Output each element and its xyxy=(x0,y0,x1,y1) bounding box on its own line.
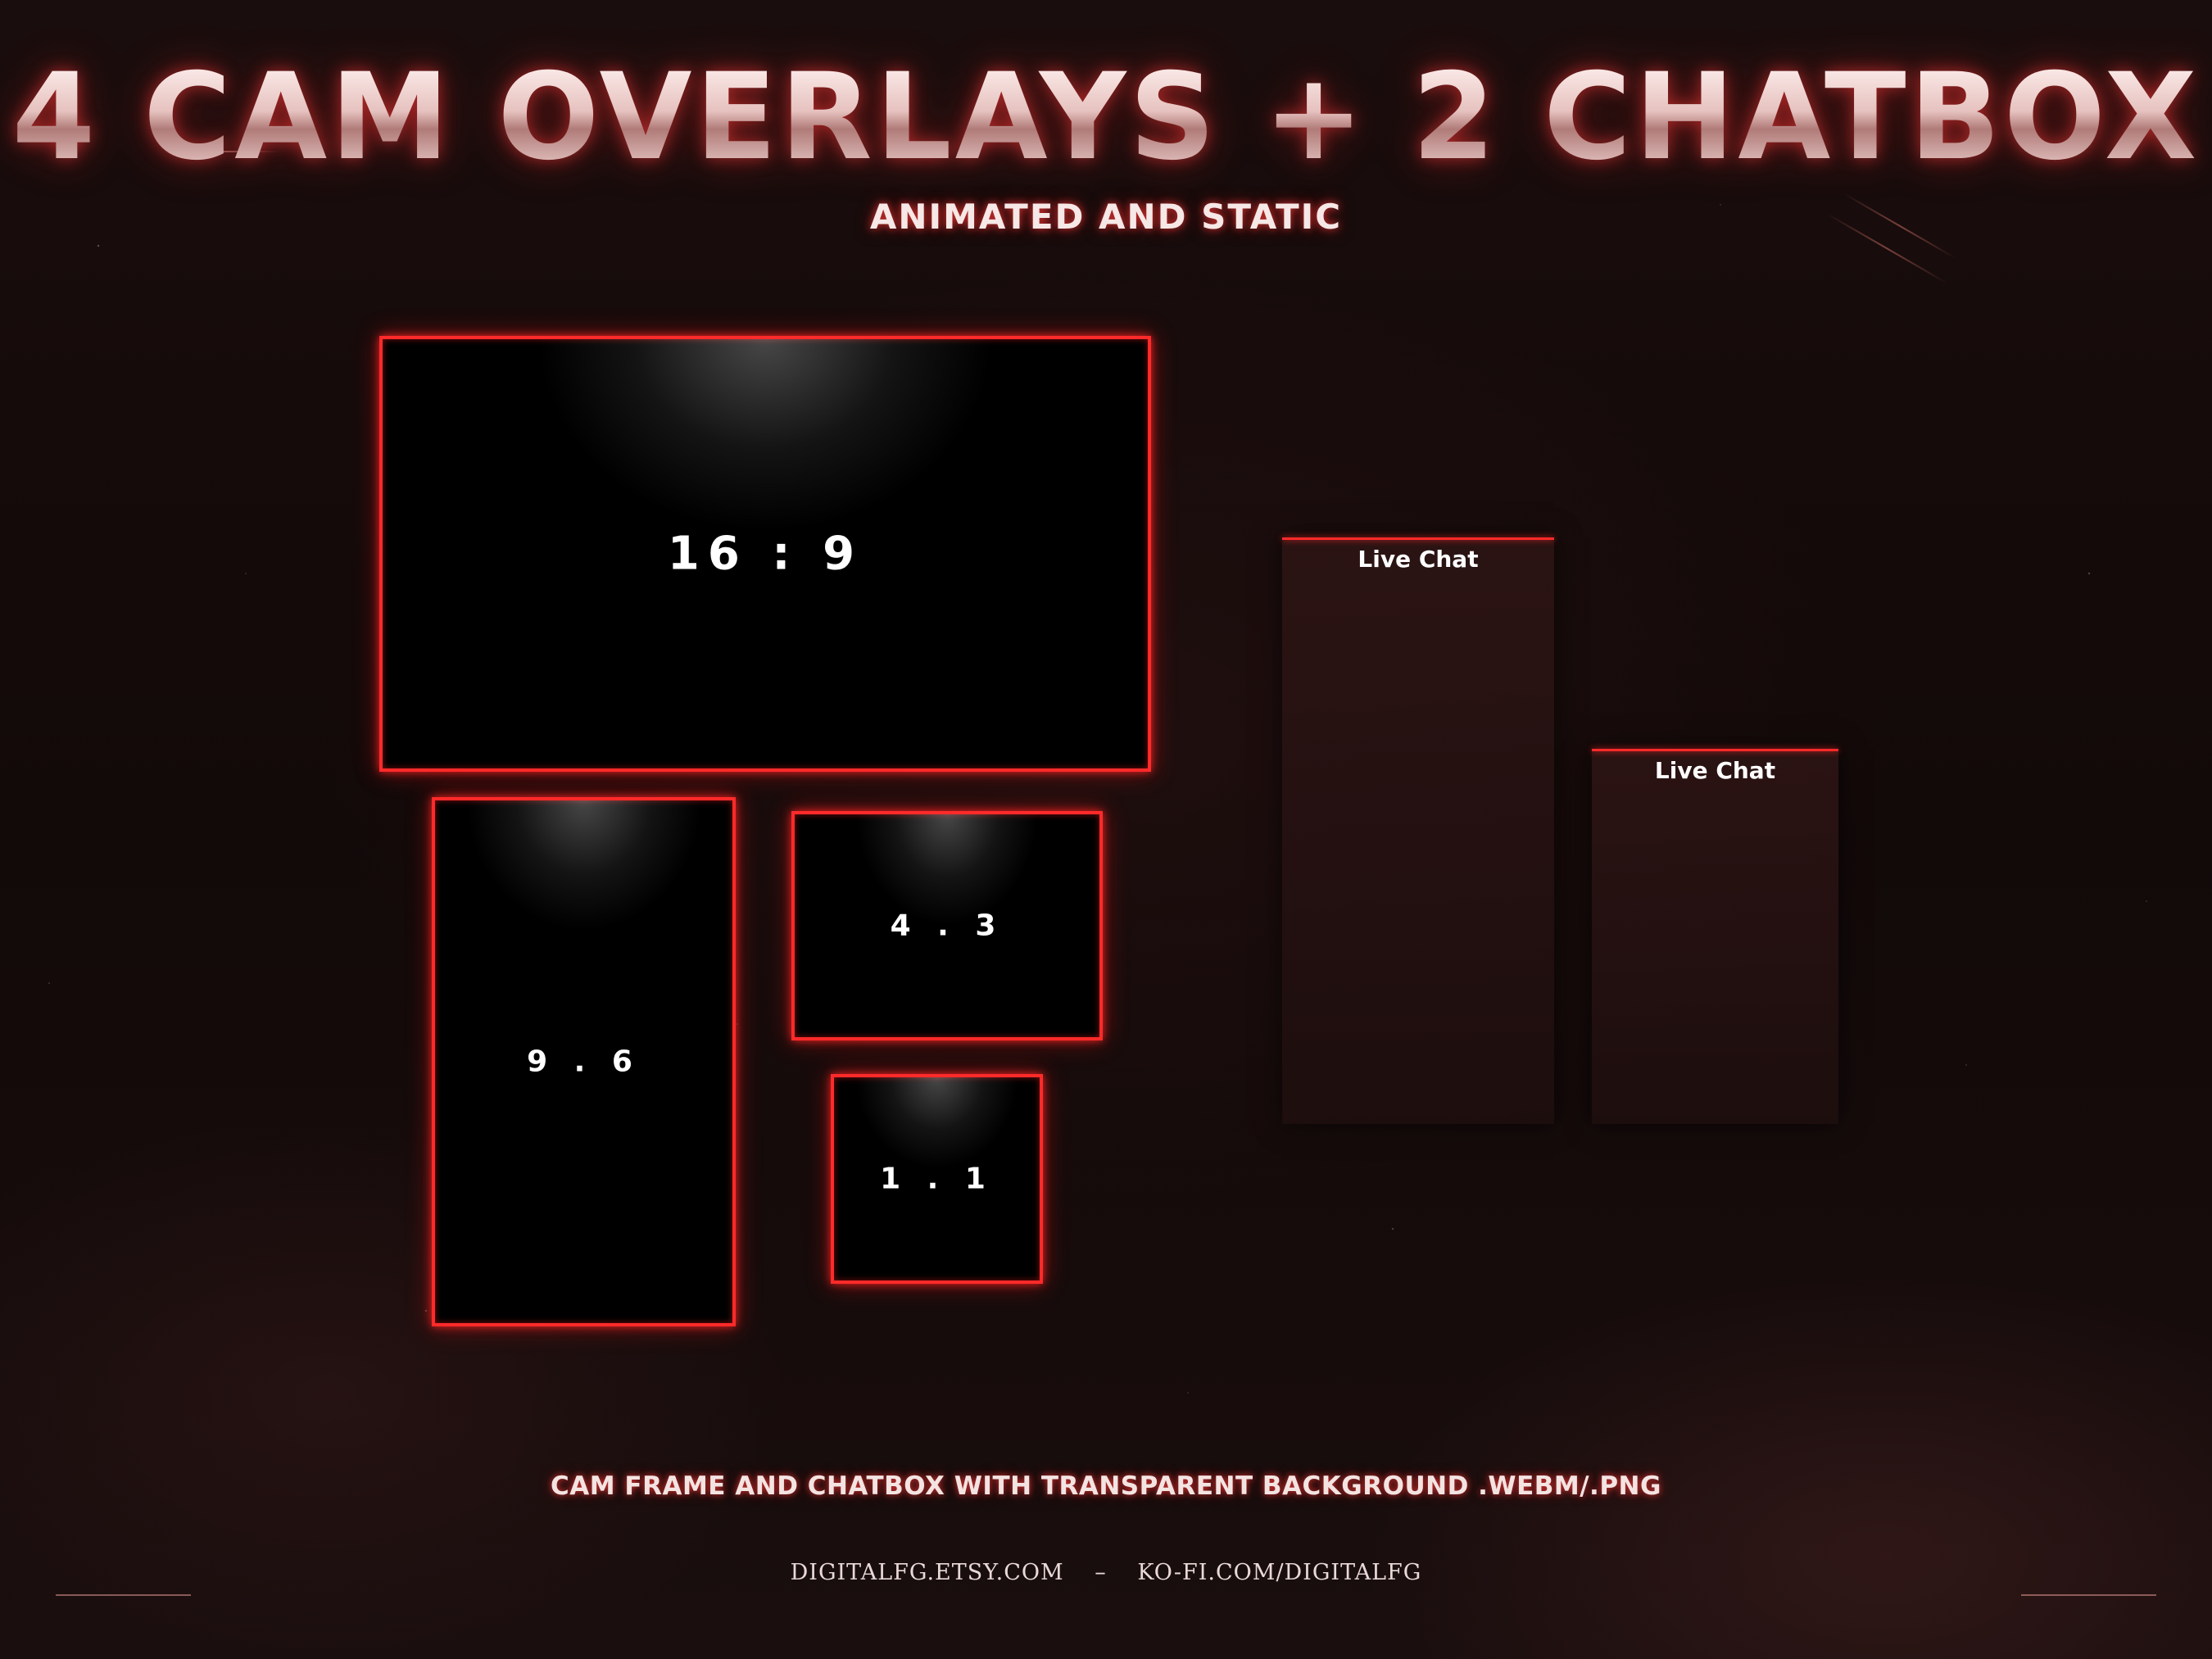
kofi-link[interactable]: KO-FI.COM/DIGITALFG xyxy=(1137,1560,1422,1585)
chatbox-accent-line xyxy=(1592,749,1838,751)
cam-frame-16-9: 16 : 9 xyxy=(379,336,1151,772)
footer-links: DIGITALFG.ETSY.COM – KO-FI.COM/DIGITALFG xyxy=(0,1560,2212,1585)
cam-glow xyxy=(535,339,995,533)
footer-description: CAM FRAME AND CHATBOX WITH TRANSPARENT B… xyxy=(551,1471,1661,1501)
cam-ratio-label: 16 : 9 xyxy=(667,527,863,581)
cam-glow xyxy=(465,800,703,931)
cam-frame-4-3: 4 . 3 xyxy=(791,811,1103,1040)
cam-ratio-label: 4 . 3 xyxy=(890,909,1004,943)
star-trail xyxy=(213,151,279,152)
corner-divider-left xyxy=(56,1594,191,1596)
chatbox-title: Live Chat xyxy=(1654,757,1776,784)
cam-glow xyxy=(854,1077,1019,1169)
chatbox-accent-line xyxy=(1282,537,1554,540)
page-subtitle: ANIMATED AND STATIC xyxy=(869,197,1343,237)
chatbox-title: Live Chat xyxy=(1358,546,1479,573)
star-flare-icon xyxy=(205,146,216,157)
cam-ratio-label: 9 . 6 xyxy=(527,1045,641,1079)
chatbox-small: Live Chat xyxy=(1592,749,1838,1124)
cam-frame-1-1: 1 . 1 xyxy=(831,1074,1043,1284)
page-title: 4 CAM OVERLAYS + 2 CHATBOX xyxy=(0,57,2212,177)
cam-ratio-label: 1 . 1 xyxy=(880,1162,994,1196)
corner-divider-right xyxy=(2021,1594,2156,1596)
chatbox-large: Live Chat xyxy=(1282,537,1554,1124)
footer-separator: – xyxy=(1095,1560,1107,1585)
etsy-link[interactable]: DIGITALFG.ETSY.COM xyxy=(790,1560,1064,1585)
cam-glow xyxy=(855,814,1039,926)
cam-frame-9-6: 9 . 6 xyxy=(432,797,736,1326)
